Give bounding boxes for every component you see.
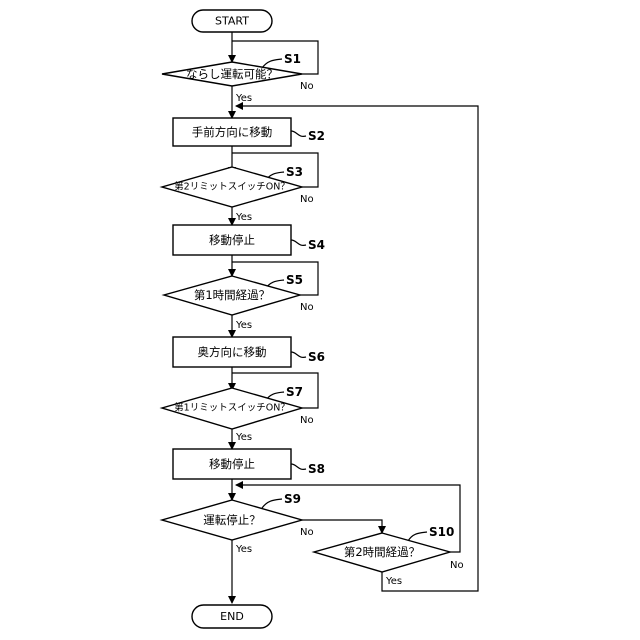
s5-yes-label: Yes (235, 320, 252, 331)
s1-no-label: No (300, 81, 314, 92)
process-s8: 移動停止 S8 (173, 449, 325, 479)
s7-no-label: No (300, 415, 314, 426)
s1-yes-label: Yes (235, 93, 252, 104)
s3-yes-label: Yes (235, 212, 252, 223)
s10-yes-label: Yes (385, 576, 402, 587)
s9-yes-label: Yes (235, 544, 252, 555)
decision-s9: 運転停止？ S9 No Yes (162, 492, 314, 555)
process-s2: 手前方向に移動 S2 (173, 118, 325, 146)
start-terminal: START (192, 10, 272, 32)
end-terminal: END (192, 605, 272, 628)
s3-no-label: No (300, 194, 314, 205)
decision-s3-text: 第2リミットスイッチON？ (174, 181, 290, 193)
step-label-s9: S9 (284, 492, 301, 506)
step-label-s7: S7 (286, 385, 303, 399)
end-label: END (220, 610, 244, 623)
decision-s10-text: 第2時間経過？ (344, 545, 420, 559)
process-s4-text: 移動停止 (209, 233, 255, 247)
step-label-s8: S8 (308, 462, 325, 476)
step-label-s4: S4 (308, 238, 325, 252)
step-label-s3: S3 (286, 165, 303, 179)
decision-s1-text: ならし運転可能？ (186, 67, 278, 81)
decision-s10: 第2時間経過？ S10 No Yes (314, 525, 464, 587)
step-label-s10: S10 (429, 525, 454, 539)
process-s2-text: 手前方向に移動 (192, 125, 273, 139)
step-label-s1: S1 (284, 52, 301, 66)
decision-s3: 第2リミットスイッチON？ S3 No Yes (162, 165, 314, 223)
step-label-s2: S2 (308, 129, 325, 143)
process-s8-text: 移動停止 (209, 457, 255, 471)
decision-s9-text: 運転停止？ (203, 513, 261, 527)
s7-yes-label: Yes (235, 432, 252, 443)
step-label-s6: S6 (308, 350, 325, 364)
decision-s7-text: 第1リミットスイッチON？ (174, 402, 290, 414)
decision-s1: ならし運転可能？ S1 No Yes (162, 52, 314, 104)
s5-no-label: No (300, 302, 314, 313)
s9-no-label: No (300, 527, 314, 538)
step-label-s5: S5 (286, 273, 303, 287)
decision-s5: 第1時間経過？ S5 No Yes (164, 273, 314, 331)
process-s6-text: 奥方向に移動 (198, 345, 267, 359)
decision-s5-text: 第1時間経過？ (194, 288, 270, 302)
decision-s7: 第1リミットスイッチON？ S7 No Yes (162, 385, 314, 443)
start-label: START (215, 15, 249, 28)
process-s6: 奥方向に移動 S6 (173, 337, 325, 367)
process-s4: 移動停止 S4 (173, 225, 325, 255)
s10-no-label: No (450, 560, 464, 571)
